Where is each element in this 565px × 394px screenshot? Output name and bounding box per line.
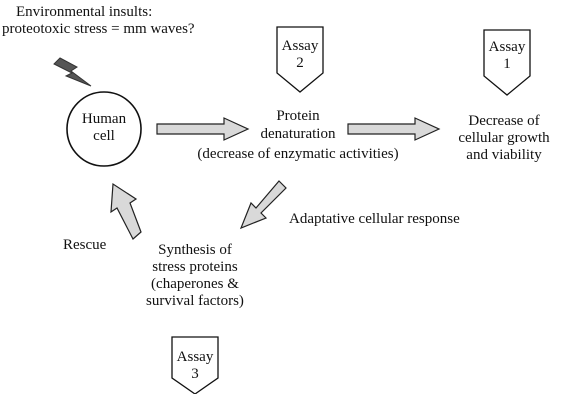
arrow-denaturation-to-decrease: [347, 117, 441, 141]
rescue-label: Rescue: [63, 237, 107, 253]
assay-2-text: Assay 2: [280, 38, 320, 72]
environmental-insults-label: Environmental insults: proteotoxic stres…: [2, 4, 195, 38]
assay-2-number: 2: [296, 55, 304, 71]
assay-3-tag: [171, 336, 219, 394]
denaturation-line-2: denaturation: [260, 126, 336, 142]
denaturation-line-1: Protein: [276, 108, 320, 124]
decrease-line-1: Decrease of: [468, 113, 540, 129]
arrow-rescue: [110, 182, 142, 240]
assay-1-number: 1: [503, 56, 511, 72]
arrow-adaptive-response: [239, 180, 287, 230]
adaptive-response-label: Adaptative cellular response: [289, 211, 460, 227]
arrow-cell-to-denaturation: [156, 117, 250, 141]
cell-line-1: Human: [81, 111, 127, 127]
assay-2-word: Assay: [281, 38, 319, 54]
synthesis-line-4: survival factors): [146, 293, 244, 309]
assay-1-tag: [483, 29, 531, 96]
assay-1-word: Assay: [488, 39, 526, 55]
denaturation-line-3: (decrease of enzymatic activities): [197, 146, 399, 162]
assay-2-tag: [276, 26, 324, 93]
protein-denaturation-label: Protein denaturation (decrease of enzyma…: [168, 108, 428, 163]
cell-line-2: cell: [93, 128, 115, 144]
lightning-bolt-icon: [53, 57, 92, 87]
human-cell-label: Human cell: [74, 111, 134, 145]
decrease-line-3: and viability: [466, 147, 542, 163]
assay-3-number: 3: [191, 366, 199, 382]
synthesis-line-2: stress proteins: [152, 259, 238, 275]
synthesis-line-3: (chaperones &: [151, 276, 239, 292]
assay-1-text: Assay 1: [487, 39, 527, 73]
human-cell-circle: [66, 91, 142, 167]
decrease-growth-label: Decrease of cellular growth and viabilit…: [443, 113, 565, 164]
insult-line-1: Environmental insults:: [16, 4, 153, 20]
decrease-line-2: cellular growth: [458, 130, 550, 146]
synthesis-stress-proteins-label: Synthesis of stress proteins (chaperones…: [125, 242, 265, 310]
assay-3-word: Assay: [176, 349, 214, 365]
synthesis-line-1: Synthesis of: [158, 242, 232, 258]
assay-3-text: Assay 3: [175, 349, 215, 383]
insult-line-2: proteotoxic stress = mm waves?: [2, 21, 195, 37]
